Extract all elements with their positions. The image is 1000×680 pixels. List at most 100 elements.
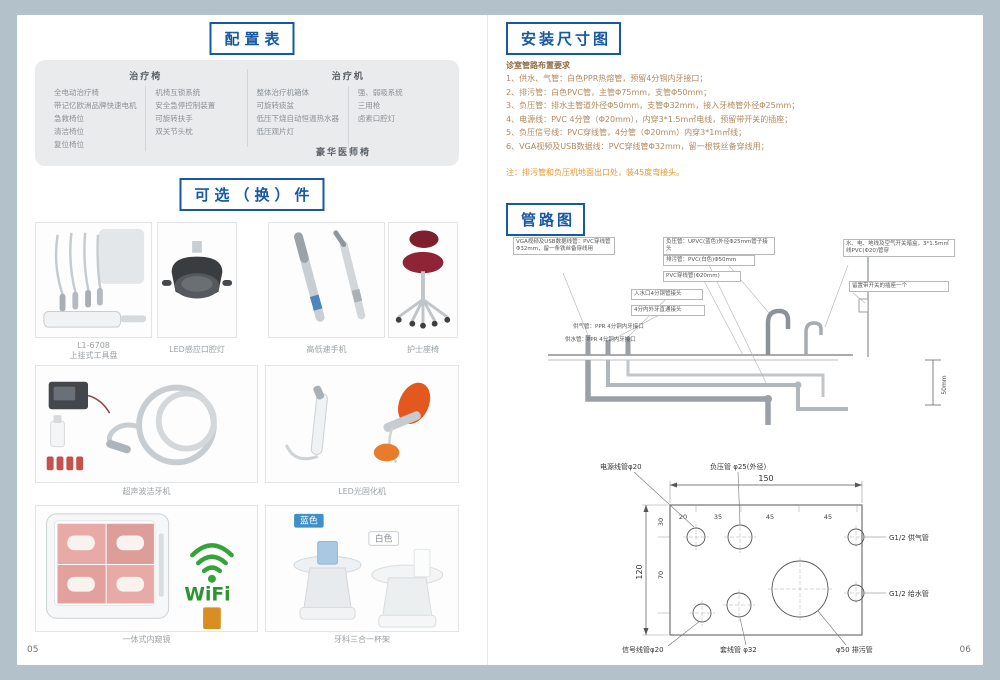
product-caption-handpieces: 高低速手机: [306, 345, 347, 354]
product-image-endoscope: WiFi: [35, 505, 258, 632]
piping-rule: 2、排污管：白色PVC管，主管Φ75mm，支管Φ50mm；: [506, 87, 712, 97]
cup-holder-illustration: 蓝色 白色: [293, 513, 444, 628]
product-caption-led-lamp: LED感应口腔灯: [169, 345, 225, 354]
piping-note: 注：排污管和负压机地面出口处，装45度弯接头。: [506, 168, 685, 177]
product-caption-tool-tray: L1-6708 上挂式工具盘: [35, 341, 152, 361]
curing-light-illustration: [284, 382, 431, 464]
config-item: 双关节头枕: [155, 127, 193, 136]
config-item: 复位椅位: [54, 140, 84, 149]
piping-rule: 5、负压信号线：PVC穿线管，4分管（Φ20mm）内穿3*1m㎡线；: [506, 128, 747, 137]
dim-width: 150: [758, 474, 773, 483]
product-image-tool-tray: [35, 222, 152, 338]
label-sleeve-conduit: 套线管 φ32: [720, 645, 757, 654]
white-tag: [368, 531, 399, 546]
config-item: 带记忆欧洲品牌快速电机: [54, 101, 137, 110]
piping-rule: 6、VGA视频及USB数据线：PVC穿线管Φ32mm，留一根铁丝备穿线用；: [506, 141, 769, 151]
config-item: 整体治疗机箱体: [256, 88, 310, 97]
config-item: 可旋转扶手: [155, 114, 193, 123]
unit-feature-col2: 强、弱吸系统 三用枪 卤素口腔灯: [347, 86, 449, 147]
depth-dimension: 50mm: [941, 375, 948, 394]
white-tag-label: 白色: [375, 532, 393, 544]
label-air-supply: 供气管：PPR 4分铜内牙接口: [573, 324, 644, 330]
scaler-illustration: [46, 381, 217, 471]
piping-rule: 3、负压管：排水主管道外径Φ50mm，支管Φ32mm，接入牙椅管外径Φ25mm；: [506, 101, 800, 110]
label-water-supply: G1/2 给水管: [889, 589, 929, 598]
endoscope-illustration: WiFi: [46, 513, 234, 630]
config-item: 清洁椅位: [54, 127, 84, 136]
dim-70: 70: [657, 571, 665, 579]
label-pvc-conduit: PVC穿线管(Φ20mm): [663, 271, 741, 283]
piping-diagram-title: 管路图: [506, 203, 586, 236]
label-adapter: 4分内外牙直通接头: [631, 305, 705, 317]
config-item: 全电动治疗椅: [54, 88, 99, 97]
config-item: 强、弱吸系统: [357, 88, 403, 97]
chair-feature-group: 治疗椅 全电动治疗椅 带记忆欧洲品牌快速电机 急救椅位 清洁椅位 复位椅位 机椅…: [45, 69, 247, 151]
product-caption-cup-holder: 牙科三合一杯架: [334, 635, 390, 644]
blue-tag: [294, 513, 324, 528]
usb-drive-illustration: [203, 607, 221, 630]
page-number-left: 05: [27, 645, 39, 655]
dim-30: 30: [657, 518, 665, 526]
unit-feature-col1: 整体治疗机箱体 可旋转痰盆 低压下烧自动恒温热水器 低压观片灯: [248, 86, 348, 147]
dim-height: 120: [635, 564, 644, 579]
unit-feature-group: 治疗机 整体治疗机箱体 可旋转痰盆 低压下烧自动恒温热水器 低压观片灯 强、弱吸…: [246, 69, 450, 147]
label-power-wiring: 水、电、地线及空气开关暗盒，3*1.5m㎡线PVC(Φ20)管穿: [843, 239, 955, 258]
floor-plan-drawing: 150 120 20 35 45 45: [600, 462, 929, 654]
label-vacuum-pipe: 负压管 φ25(外径): [710, 462, 766, 471]
label-signal-conduit: 信号线管φ20: [622, 645, 664, 654]
piping-diagram-drawing: 50mm: [548, 246, 948, 425]
wifi-icon: [190, 543, 234, 574]
label-vga-conduit: VGA视频及USB数据线管：PVC穿线管Φ32mm，留一条铁丝备穿线用: [513, 237, 615, 256]
product-model: L1-6708: [77, 341, 110, 350]
product-image-scaler: [35, 365, 258, 483]
product-image-handpieces: [268, 222, 385, 338]
page-right: 安装尺寸图 诊室管路布置要求 1、供水、气管：白色PPR热熔管，预留4分铜内牙接…: [487, 15, 983, 665]
tool-tray-illustration: [43, 228, 147, 328]
config-item: 可旋转痰盆: [256, 101, 295, 110]
config-item: 低压观片灯: [256, 127, 295, 136]
product-image-nurse-chair: [388, 222, 458, 338]
label-power-conduit: 电源线管φ20: [600, 462, 642, 471]
product-image-cup-holder: 蓝色 白色: [265, 505, 459, 632]
product-caption-scaler: 超声波洁牙机: [122, 487, 171, 496]
wifi-text: WiFi: [184, 584, 230, 605]
chair-feature-col2: 机椅互锁系统 安全急停控制装置 可旋转扶手 双关节头枕: [145, 86, 246, 151]
piping-rule: 4、电源线：PVC 4分管（Φ20mm），内穿3*1.5m㎡电线，预留带开关的插…: [506, 114, 793, 124]
dim-35: 35: [714, 513, 722, 521]
label-socket: 留置带开关的插座一个: [849, 281, 949, 293]
handpieces-illustration: [294, 230, 366, 322]
catalog-spread: 配置表 治疗椅 全电动治疗椅 带记忆欧洲品牌快速电机 急救椅位 清洁椅位 复位椅…: [17, 15, 983, 665]
label-vacuum-pipe: 负压管：UPVC(蓝色)外径Φ25mm管子接头: [663, 237, 775, 256]
product-caption-endoscope: 一体式内窥镜: [122, 635, 171, 644]
dim-45b: 45: [824, 513, 832, 521]
piping-rule: 1、供水、气管：白色PPR热熔管，预留4分铜内牙接口；: [506, 74, 708, 83]
floor-plan-diagram: 150 120 20 35 45 45: [598, 455, 953, 655]
label-water-supply: 供水管：PPR 4分铜内牙接口: [565, 337, 636, 343]
dim-45a: 45: [766, 513, 774, 521]
config-item: 三用枪: [357, 101, 381, 110]
chair-group-header: 治疗椅: [129, 72, 163, 82]
optional-parts-title: 可选（换）件: [179, 178, 325, 211]
page-number-right: 06: [959, 645, 971, 655]
config-item: 低压下烧自动恒温热水器: [256, 114, 340, 123]
product-caption-nurse-chair: 护士座椅: [407, 345, 439, 354]
label-drain-pipe: 排污管：PVC(白色)Φ50mm: [663, 255, 755, 267]
doctor-stool-label: 豪华医师椅: [315, 148, 371, 158]
label-air-supply: G1/2 供气管: [889, 533, 929, 542]
install-dimensions-title: 安装尺寸图: [506, 22, 622, 55]
label-water-inlet: 入水口4分铜管接头: [631, 289, 703, 301]
config-item: 安全急停控制装置: [155, 101, 216, 110]
config-item: 机椅互锁系统: [155, 88, 201, 97]
unit-group-header: 治疗机: [331, 72, 365, 82]
page-left: 配置表 治疗椅 全电动治疗椅 带记忆欧洲品牌快速电机 急救椅位 清洁椅位 复位椅…: [17, 15, 487, 665]
label-drain-pipe: φ50 排污管: [836, 645, 873, 654]
config-table-title: 配置表: [209, 22, 295, 55]
product-caption-curing-light: LED光固化机: [338, 487, 386, 496]
product-image-curing-light: [265, 365, 459, 483]
product-image-led-lamp: [157, 222, 237, 338]
product-name: 上挂式工具盘: [69, 351, 118, 360]
config-item: 急救椅位: [54, 114, 84, 123]
config-item: 卤素口腔灯: [357, 114, 396, 123]
led-lamp-illustration: [161, 241, 233, 299]
piping-diagram: 50mm VGA视频及USB数据线管：PVC穿线管Φ32mm，留一条铁丝备穿线用…: [513, 237, 958, 452]
